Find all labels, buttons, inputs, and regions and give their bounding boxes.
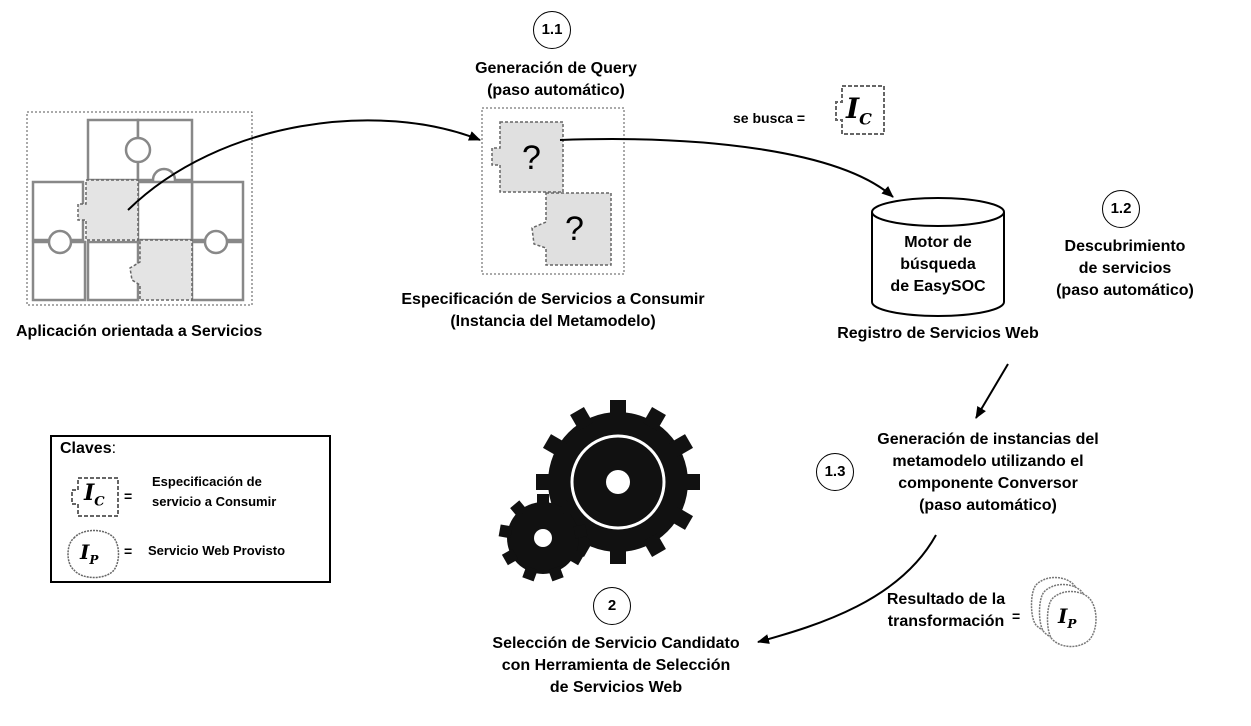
- step-1-3-badge: 1.3: [816, 453, 854, 491]
- legend-box: [50, 435, 331, 583]
- step-1-3-label: Generación de instancias del metamodelo …: [877, 431, 1099, 514]
- puzzle-icon: [31, 118, 245, 302]
- legend-ip-symbol: IP: [80, 540, 99, 567]
- step-1-1-badge: 1.1: [533, 11, 571, 49]
- engine-label: Motor de búsqueda de EasySOC: [890, 234, 986, 295]
- ip-result-stack: [1030, 576, 1097, 648]
- database-cylinder: [871, 197, 1005, 317]
- query-piece-p: [531, 192, 612, 266]
- legend-ic-shape: [71, 477, 119, 517]
- ic-search-symbol: IC: [846, 92, 872, 129]
- legend-title: Claves:: [60, 440, 117, 457]
- arrow-app-to-spec: [127, 119, 481, 211]
- step-2-badge: 2: [593, 587, 631, 625]
- ip-result-symbol: IP: [1058, 604, 1077, 631]
- arrow-result-to-selection: [757, 534, 937, 644]
- legend-equals-2: =: [124, 543, 133, 559]
- result-label: Resultado de la transformación: [886, 591, 1006, 630]
- gears-icon: [498, 400, 700, 582]
- legend-equals-1: =: [124, 488, 133, 504]
- arrow-registry-to-conversor: [975, 363, 1009, 419]
- specification-frame: [481, 107, 625, 275]
- missing-piece-p: [129, 239, 193, 301]
- legend-item-ip-text: Servicio Web Provisto: [148, 543, 286, 558]
- step-1-2-label: Descubrimiento de servicios (paso automá…: [1056, 238, 1194, 299]
- legend-item-ic-text: Especificación de servicio a Consumir: [152, 474, 277, 509]
- step-2-label: Selección de Servicio Candidato con Herr…: [492, 635, 740, 696]
- step-1-2-badge: 1.2: [1102, 190, 1140, 228]
- legend-ip-shape: [67, 529, 120, 579]
- query-piece-c: [491, 121, 564, 193]
- ic-search-shape: [835, 85, 885, 135]
- specification-label: Especificación de Servicios a Consumir (…: [401, 291, 705, 330]
- question-mark-2: ?: [565, 210, 584, 248]
- arrow-spec-to-engine: [559, 138, 894, 198]
- legend-ic-symbol: IC: [84, 480, 105, 510]
- registry-label: Registro de Servicios Web: [837, 325, 1039, 342]
- question-mark-1: ?: [522, 139, 541, 177]
- step-1-1-label: Generación de Query (paso automático): [475, 60, 637, 99]
- application-frame: [26, 111, 253, 306]
- result-equals: =: [1012, 608, 1021, 624]
- application-label: Aplicación orientada a Servicios: [16, 323, 263, 340]
- search-label: se busca =: [733, 110, 805, 126]
